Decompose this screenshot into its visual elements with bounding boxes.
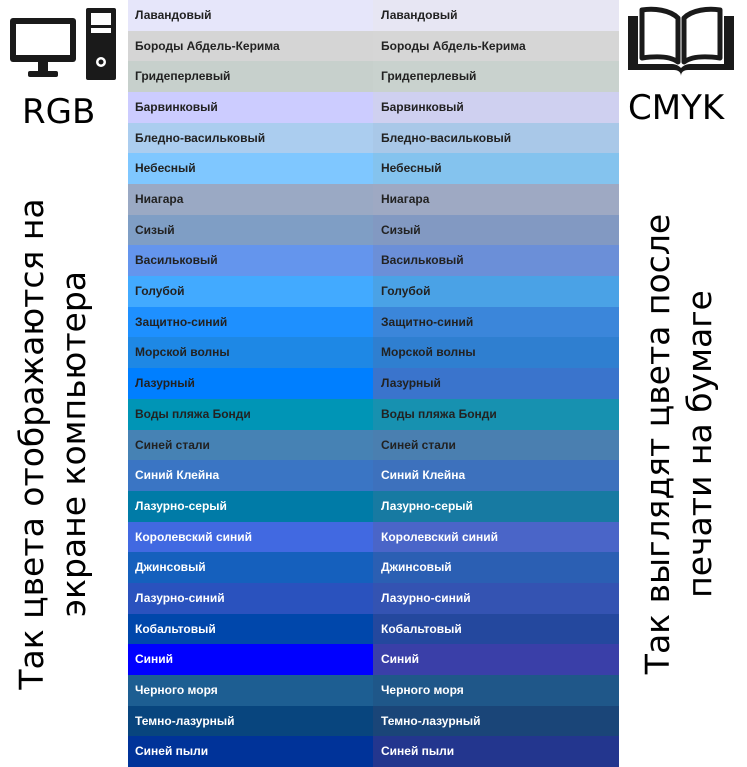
rgb-color-swatch: Ниагара	[128, 184, 373, 215]
cmyk-color-swatch: Бороды Абдель-Керима	[373, 30, 619, 62]
rgb-color-swatch: Бледно-васильковый	[128, 122, 373, 154]
computer-monitor-tower-icon	[8, 4, 120, 84]
rgb-caption-line1: Так цвета отображаются на	[12, 198, 51, 690]
cmyk-caption: Так выглядят цвета после печати на бумаг…	[637, 139, 721, 749]
rgb-color-swatch: Васильковый	[128, 245, 373, 277]
rgb-color-swatch: Лазурно-серый	[128, 490, 373, 522]
rgb-color-swatch: Голубой	[128, 276, 373, 307]
rgb-label: RGB	[22, 92, 96, 132]
rgb-color-swatch: Лазурный	[128, 368, 373, 399]
rgb-color-swatch: Синей пыли	[128, 736, 373, 767]
cmyk-color-swatch: Голубой	[373, 276, 619, 307]
cmyk-color-swatch: Кобальтовый	[373, 613, 619, 645]
rgb-color-swatch: Джинсовый	[128, 552, 373, 583]
rgb-color-swatch: Морской волны	[128, 337, 373, 369]
rgb-color-swatch: Лазурно-синий	[128, 582, 373, 614]
cmyk-color-swatch: Бледно-васильковый	[373, 122, 619, 154]
rgb-color-swatch: Синий	[128, 644, 373, 675]
rgb-color-swatch: Синей стали	[128, 429, 373, 461]
rgb-color-swatch: Черного моря	[128, 674, 373, 706]
cmyk-color-swatch: Синий	[373, 644, 619, 675]
rgb-color-swatch: Защитно-синий	[128, 306, 373, 338]
rgb-color-swatch: Небесный	[128, 153, 373, 185]
cmyk-color-swatch: Гридеперлевый	[373, 61, 619, 93]
cmyk-caption-line2: печати на бумаге	[680, 290, 719, 598]
cmyk-color-swatch: Темно-лазурный	[373, 705, 619, 737]
cmyk-color-swatch: Небесный	[373, 153, 619, 185]
rgb-color-swatch: Бороды Абдель-Керима	[128, 30, 373, 62]
rgb-color-swatch: Гридеперлевый	[128, 61, 373, 93]
rgb-color-swatch: Синий Клейна	[128, 460, 373, 491]
rgb-color-swatch: Барвинковый	[128, 92, 373, 123]
cmyk-caption-line1: Так выглядят цвета после	[638, 213, 677, 675]
cmyk-color-swatch: Синей пыли	[373, 736, 619, 767]
rgb-color-swatch: Воды пляжа Бонди	[128, 398, 373, 430]
cmyk-color-swatch: Синей стали	[373, 429, 619, 461]
cmyk-color-swatch: Воды пляжа Бонди	[373, 398, 619, 430]
cmyk-color-swatch: Барвинковый	[373, 92, 619, 123]
cmyk-color-swatch: Лазурно-синий	[373, 582, 619, 614]
rgb-color-swatch: Лавандовый	[128, 0, 373, 31]
cmyk-color-swatch: Синий Клейна	[373, 460, 619, 491]
rgb-color-swatch: Темно-лазурный	[128, 705, 373, 737]
rgb-caption: Так цвета отображаются на экране компьют…	[11, 139, 95, 749]
cmyk-label: CMYK	[628, 88, 725, 128]
cmyk-color-swatch: Лавандовый	[373, 0, 619, 31]
rgb-color-swatch: Королевский синий	[128, 521, 373, 553]
cmyk-color-swatch: Защитно-синий	[373, 306, 619, 338]
cmyk-color-swatch: Сизый	[373, 214, 619, 246]
cmyk-color-swatch: Ниагара	[373, 184, 619, 215]
cmyk-color-swatch: Морской волны	[373, 337, 619, 369]
open-book-icon	[624, 4, 738, 80]
rgb-color-swatch: Кобальтовый	[128, 613, 373, 645]
cmyk-color-swatch: Джинсовый	[373, 552, 619, 583]
rgb-color-swatch: Сизый	[128, 214, 373, 246]
cmyk-color-swatch: Королевский синий	[373, 521, 619, 553]
cmyk-color-swatch: Черного моря	[373, 674, 619, 706]
cmyk-color-swatch: Васильковый	[373, 245, 619, 277]
rgb-caption-line2: экране компьютера	[54, 270, 93, 618]
cmyk-color-swatch: Лазурно-серый	[373, 490, 619, 522]
cmyk-color-swatch: Лазурный	[373, 368, 619, 399]
